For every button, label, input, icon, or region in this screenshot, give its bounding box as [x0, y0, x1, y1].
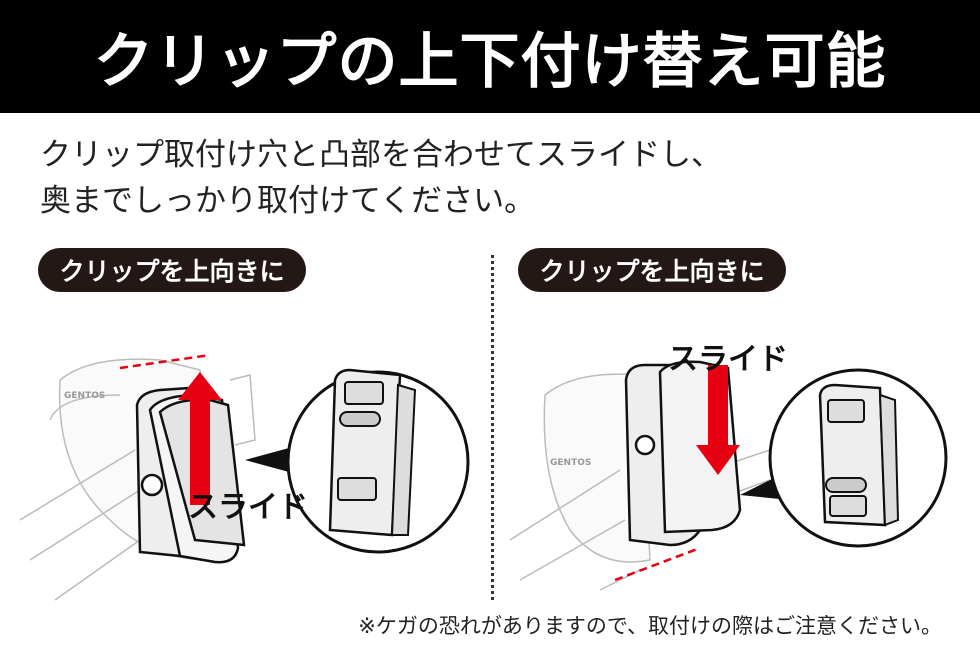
arrow-up-icon: [178, 372, 222, 505]
brand-text-left: GENTOS: [64, 391, 105, 401]
alignment-guide-left: [119, 353, 211, 370]
brand-text-right: GENTOS: [550, 458, 591, 468]
dotted-divider: [491, 255, 494, 600]
callout-pointer-left: [245, 445, 300, 475]
panel-label-right: クリップを上向きに: [518, 248, 786, 292]
caution-note: ※ケガの恐れがありますので、取付けの際はご注意ください。: [358, 614, 942, 638]
slide-label-left: スライド: [188, 490, 308, 525]
page-title: クリップの上下付け替え可能: [93, 27, 887, 97]
instruction-line-1: クリップ取付け穴と凸部を合わせてスライドし、: [40, 137, 722, 173]
alignment-guide-right: [614, 546, 701, 582]
zoom-circle-left: [286, 368, 470, 554]
headlamp-illustration-right: GENTOS: [509, 373, 771, 591]
panel-label-left: クリップを上向きに: [38, 248, 306, 292]
slide-label-right: スライド: [668, 342, 788, 377]
arrow-down-icon: [696, 365, 740, 475]
title-bar: クリップの上下付け替え可能: [0, 0, 980, 113]
instruction-line-2: 奥までしっかり取付けてください。: [40, 183, 536, 219]
instruction-text: クリップ取付け穴と凸部を合わせてスライドし、 奥までしっかり取付けてください。: [40, 132, 722, 224]
zoom-circle-right: [768, 368, 948, 548]
